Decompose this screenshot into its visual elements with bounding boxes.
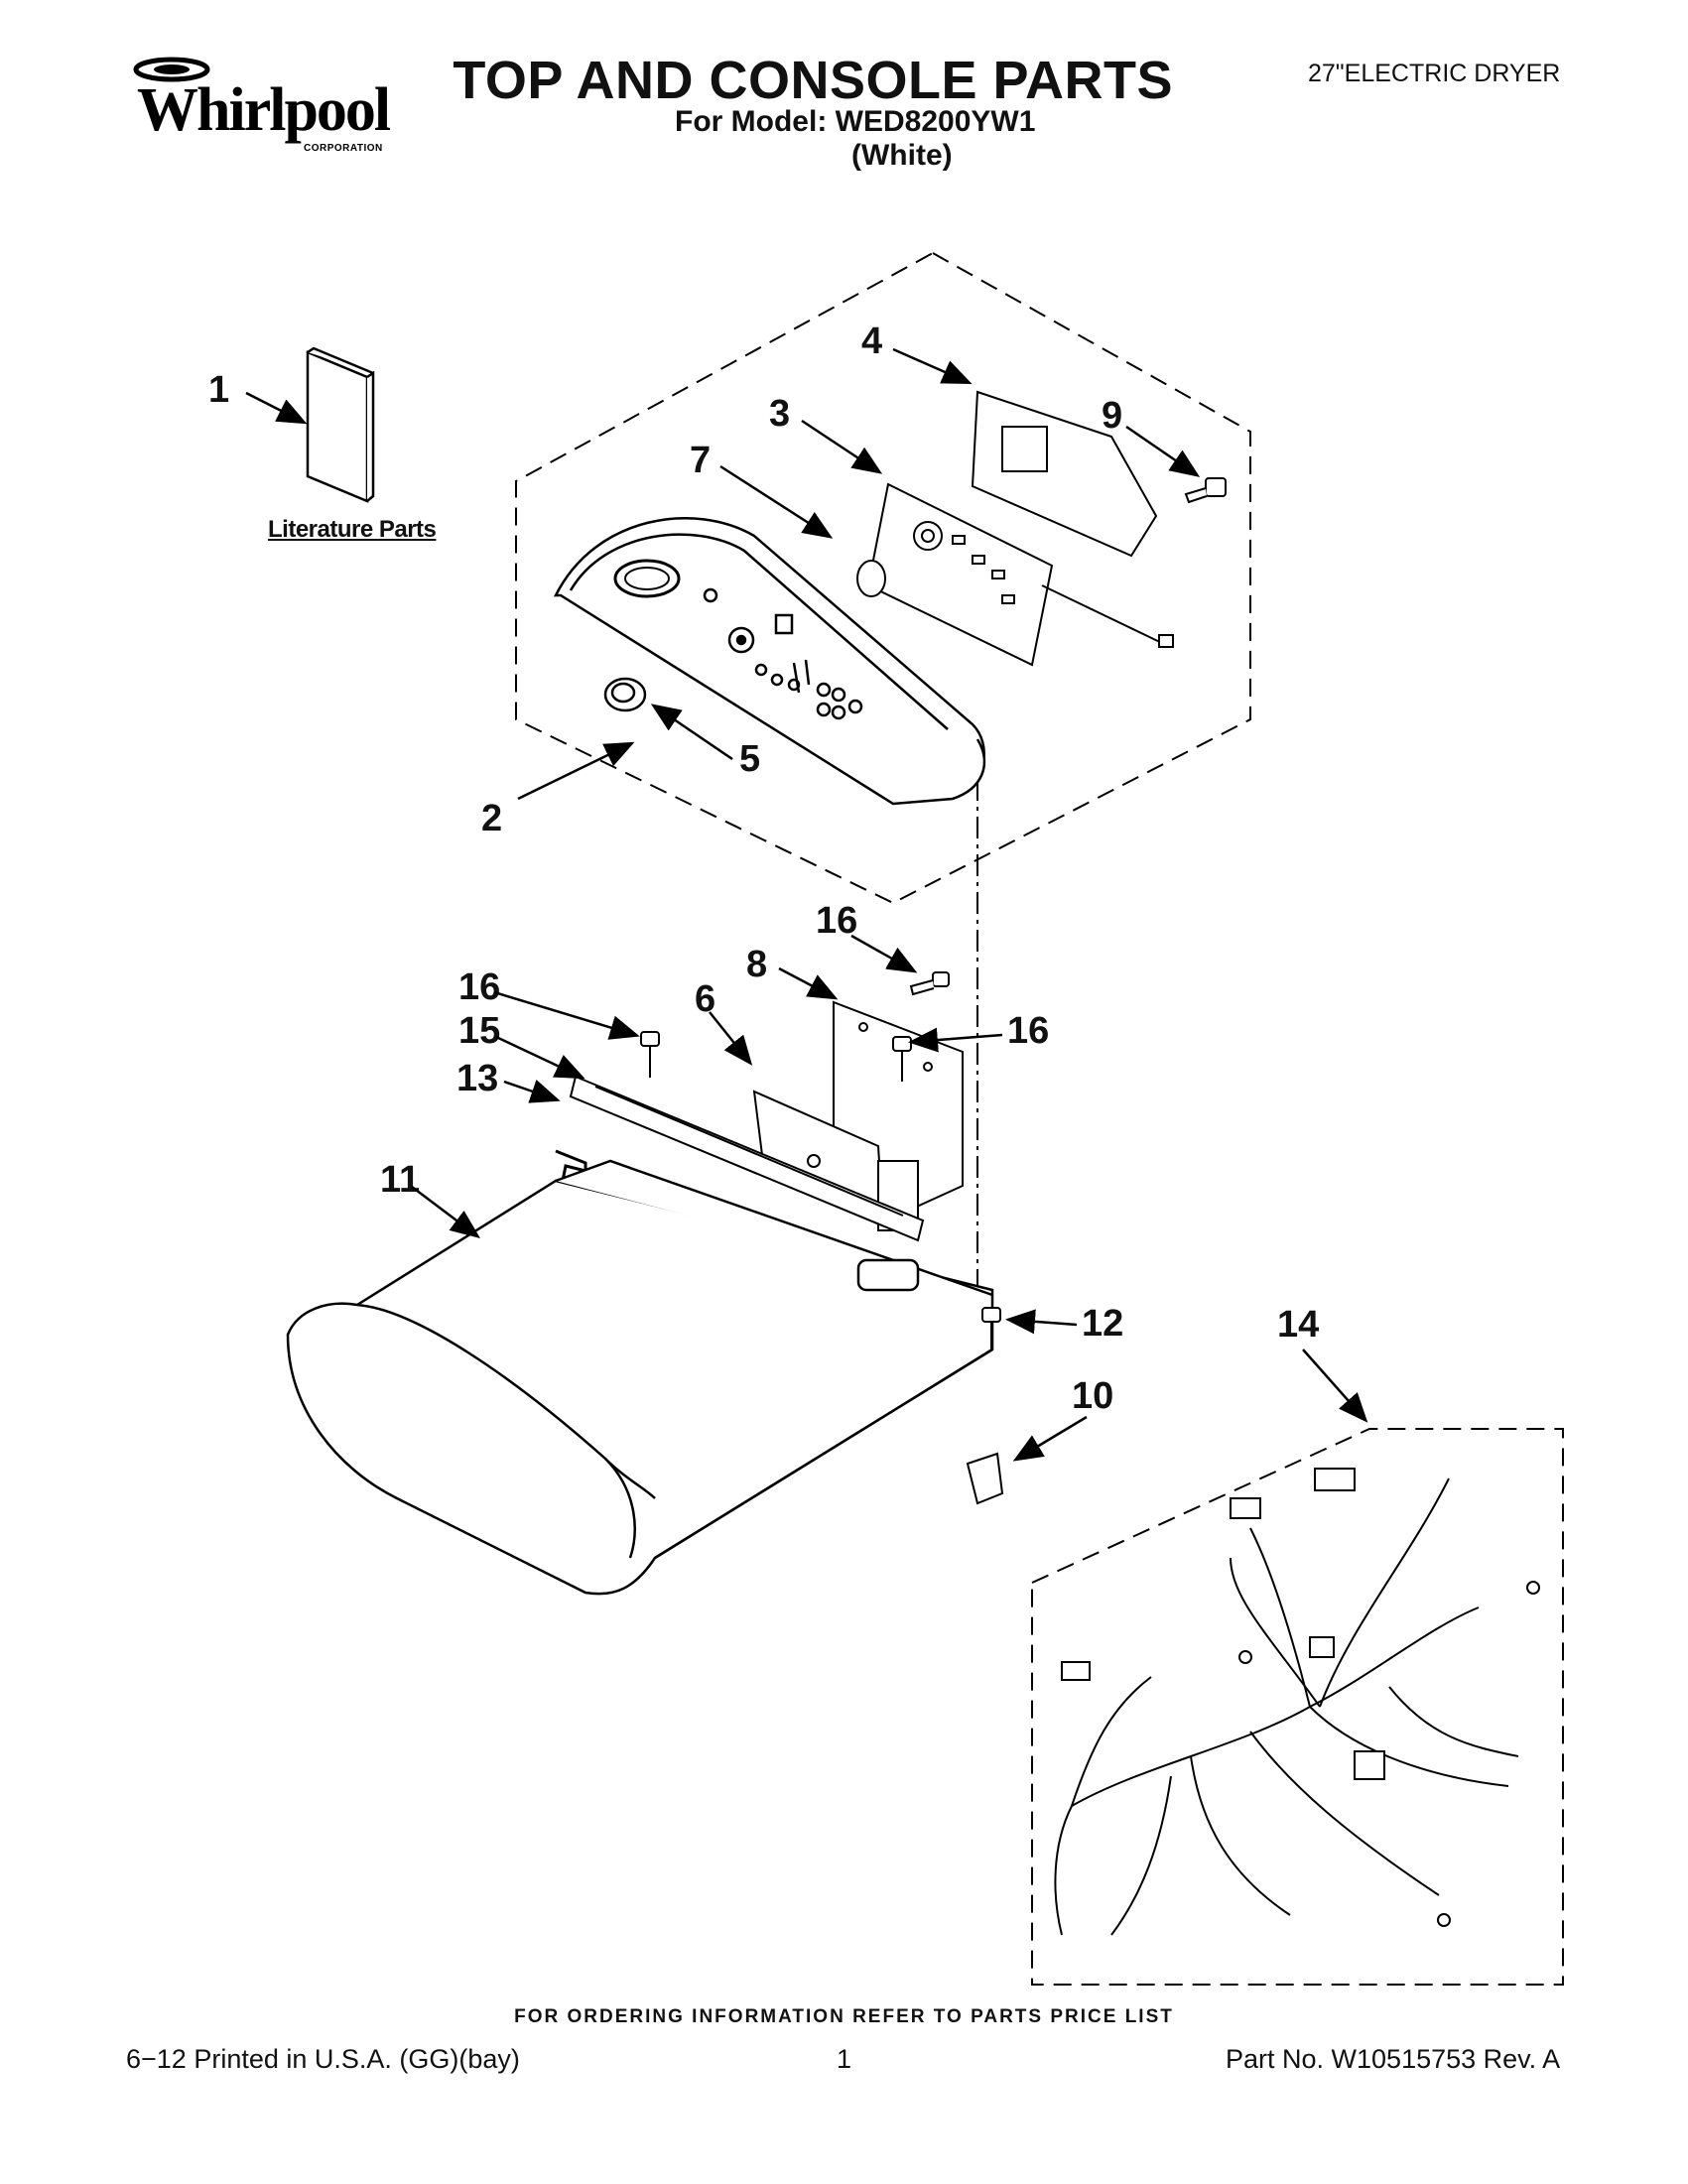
screw-16b: [640, 1031, 660, 1078]
screw-9: [1184, 477, 1227, 504]
print-info: 6−12 Printed in U.S.A. (GG)(bay): [126, 2044, 520, 2074]
callout-14: 14: [1277, 1304, 1320, 1346]
callout-2: 2: [481, 798, 503, 839]
user-interface-board: [971, 390, 1174, 648]
leader-12: [1005, 1309, 1078, 1335]
leader-8: [778, 966, 839, 1000]
callout-9: 9: [1102, 395, 1123, 437]
harness-boundary: [1031, 1428, 1564, 1986]
leader-11: [411, 1186, 480, 1239]
callout-11: 11: [380, 1159, 421, 1201]
callout-5: 5: [739, 738, 761, 780]
wire-harness: [1054, 1477, 1519, 1936]
console-rail: [569, 1075, 925, 1242]
literature-booklet: [306, 346, 375, 503]
leader-16-top: [850, 934, 918, 973]
callout-3: 3: [769, 393, 791, 435]
console-assembly-boundary: [515, 251, 1251, 905]
leader-16-right: [908, 1027, 1003, 1053]
callout-4: 4: [861, 321, 883, 362]
leader-15: [495, 1035, 585, 1080]
model-line: For Model: WED8200YW1: [675, 105, 1036, 138]
page-number: 1: [837, 2044, 852, 2074]
clip-10: [966, 1452, 1004, 1505]
leader-2: [517, 741, 635, 801]
leader-7: [719, 464, 834, 539]
leader-5: [650, 704, 733, 761]
callout-10: 10: [1072, 1375, 1114, 1417]
ordering-note: FOR ORDERING INFORMATION REFER TO PARTS …: [514, 2006, 1174, 2027]
brand-subtitle: CORPORATION: [304, 143, 383, 154]
callout-1: 1: [208, 369, 230, 411]
console-panel: [553, 517, 986, 806]
callout-8: 8: [746, 944, 768, 985]
part-number: Part No. W10515753 Rev. A: [1226, 2044, 1561, 2074]
leader-9: [1125, 425, 1201, 477]
callout-6: 6: [695, 978, 716, 1020]
dryer-top: [286, 1159, 994, 1596]
callout-16-right: 16: [1007, 1010, 1050, 1052]
literature-parts-label: Literature Parts: [268, 516, 437, 543]
callout-12: 12: [1082, 1303, 1124, 1345]
callout-13: 13: [456, 1058, 499, 1099]
screw-16a: [909, 971, 950, 996]
knob: [603, 677, 647, 712]
whirlpool-logo: Whirlpool CORPORATION: [127, 52, 395, 161]
leader-3: [801, 419, 883, 474]
leader-1: [245, 391, 308, 425]
page-title: TOP AND CONSOLE PARTS: [453, 51, 1173, 110]
control-board: [866, 482, 1054, 667]
callout-7: 7: [690, 440, 712, 481]
callout-15: 15: [458, 1010, 501, 1052]
callout-16-left: 16: [458, 966, 501, 1008]
leader-14: [1302, 1349, 1368, 1423]
brand-wordmark: Whirlpool: [137, 76, 391, 144]
leader-6: [709, 1011, 753, 1066]
product-type: 27"ELECTRIC DRYER: [1308, 60, 1561, 87]
harness-connectors: [1061, 1468, 1540, 1927]
leader-16-left: [493, 990, 640, 1040]
leader-13: [503, 1080, 561, 1103]
logo-swirl-icon: [133, 57, 210, 82]
screw-12: [981, 1307, 1001, 1349]
leader-10: [1012, 1415, 1088, 1462]
leader-4: [892, 347, 973, 385]
seal: [856, 560, 886, 597]
callout-16-top: 16: [816, 900, 858, 942]
color-line: (White): [851, 139, 953, 172]
